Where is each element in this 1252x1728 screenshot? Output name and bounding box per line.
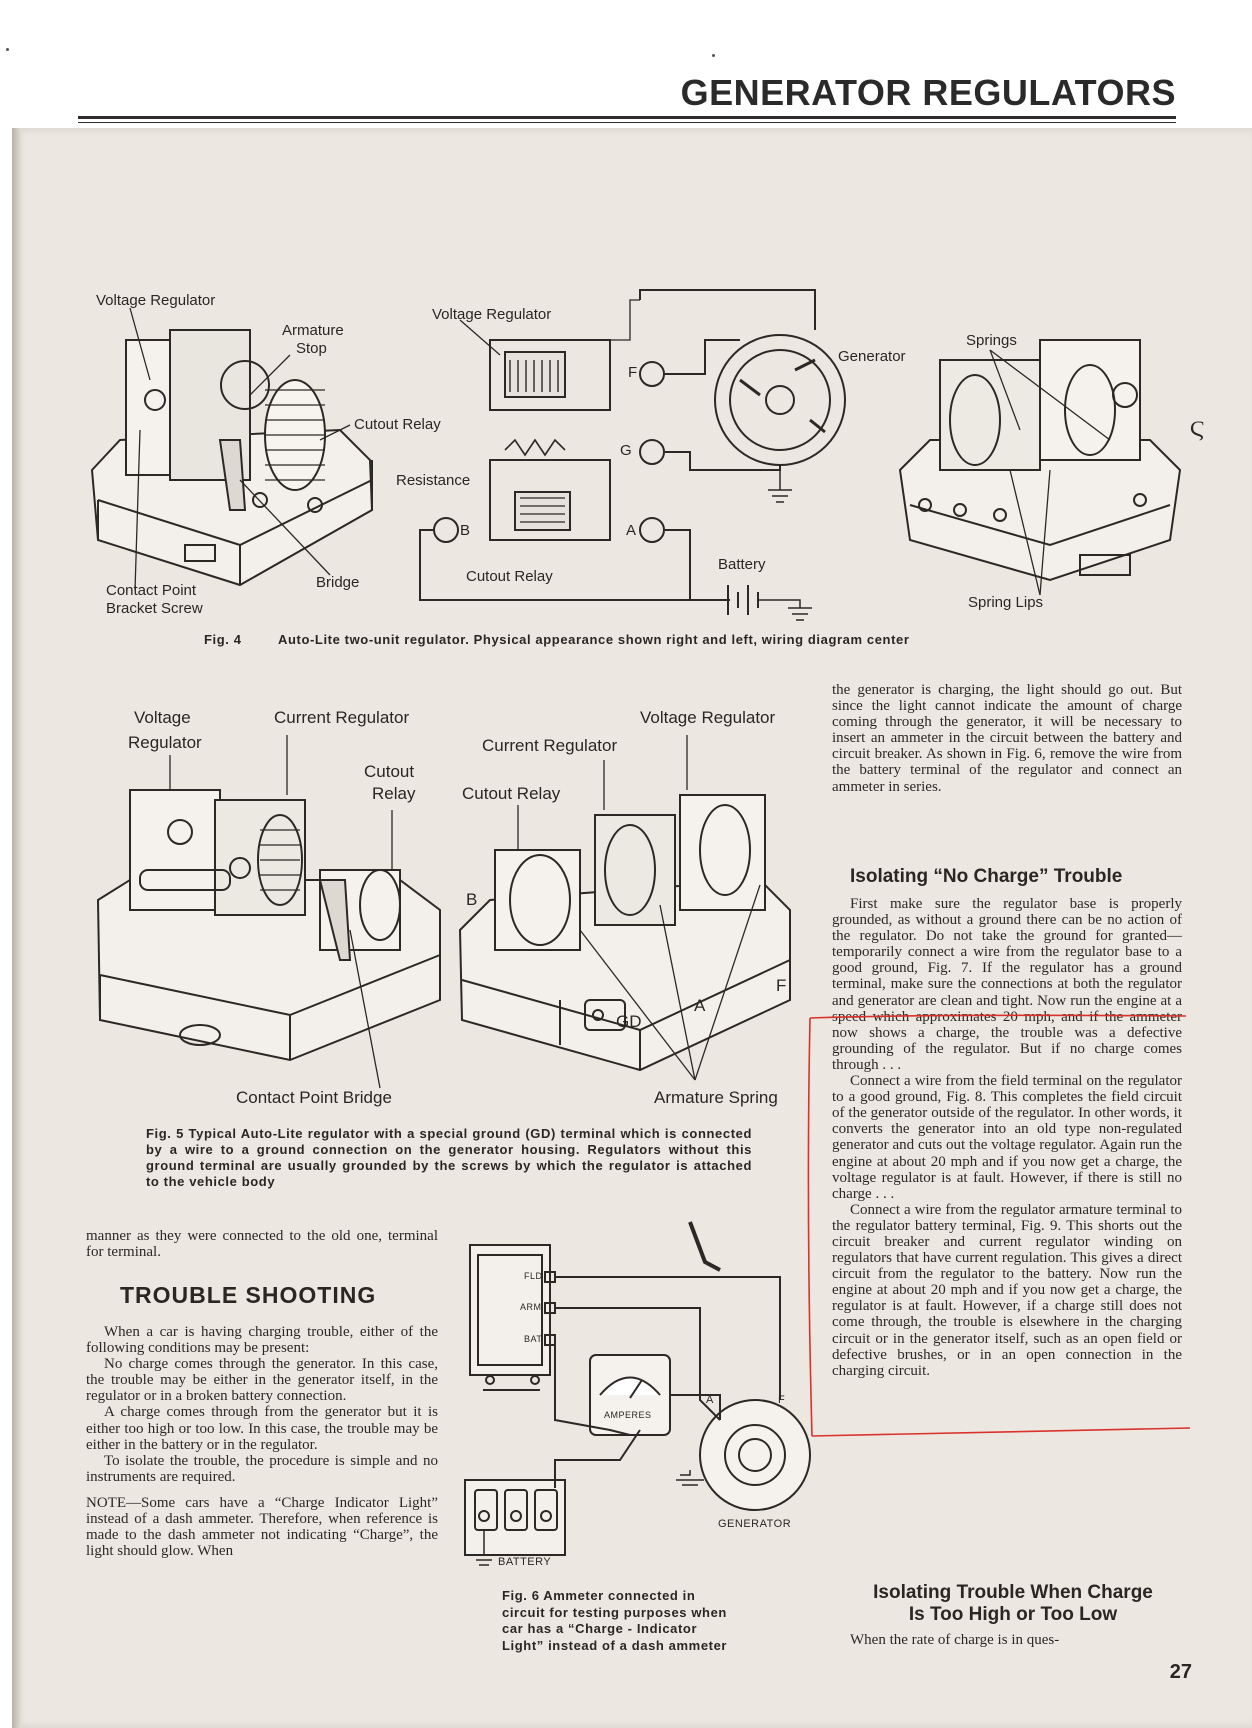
fig4-label-bracket-screw: Bracket Screw <box>106 600 203 617</box>
fig4-left-leaders <box>129 307 351 591</box>
fig4-label-bridge: Bridge <box>316 574 360 591</box>
fig5-label-relay: Relay <box>372 784 416 803</box>
body-paragraph: No charge comes through the generator. I… <box>86 1356 438 1405</box>
speck <box>6 48 9 51</box>
fig5-label-voltage: Voltage <box>134 708 191 727</box>
body-paragraph: A charge comes through from the generato… <box>86 1404 438 1453</box>
fig4-term-a: A <box>626 522 637 539</box>
fig4-label-generator: Generator <box>838 348 906 365</box>
fig4-label-resistance: Resistance <box>396 472 471 489</box>
fig6-label-bat: BAT <box>524 1334 543 1344</box>
fig6-label-arm: ARM <box>520 1302 542 1312</box>
fig6-label-a: A <box>706 1394 714 1406</box>
fig4-label-cutout-relay-center: Cutout Relay <box>466 568 553 585</box>
margin-pen-mark: Ϛ <box>1190 416 1205 441</box>
fig4-label-stop: Stop <box>296 340 327 357</box>
red-pen-annotation <box>807 1014 1191 1437</box>
fig5-left-leaders <box>169 735 393 1089</box>
left-column-body: When a car is having charging trouble, e… <box>86 1324 438 1559</box>
fig5-right-leaders <box>517 735 761 1081</box>
fig5-label-gd: GD <box>616 1012 642 1031</box>
fig4-wiring-diagram <box>419 289 846 621</box>
body-paragraph: First make sure the regulator base is pr… <box>832 896 1182 1073</box>
fig4-term-f: F <box>628 364 638 381</box>
fig4-label-battery: Battery <box>718 556 766 573</box>
note-text: —Some cars have a “Charge Indicator Ligh… <box>86 1494 438 1560</box>
fig5-label-current-regulator-right: Current Regulator <box>482 736 618 755</box>
header-rule-thin <box>78 122 1176 123</box>
right-column-body: First make sure the regulator base is pr… <box>832 896 1182 1379</box>
fig4-label-contact-point: Contact Point <box>106 582 197 599</box>
speck <box>712 54 715 57</box>
fig4-term-g: G <box>620 442 632 459</box>
fig6-caption-line: circuit for testing purposes when <box>502 1604 727 1620</box>
fig6-label-generator: GENERATOR <box>718 1518 792 1530</box>
fig4-label-spring-lips: Spring Lips <box>968 594 1044 611</box>
body-paragraph: When the rate of charge is in ques- <box>850 1632 1060 1648</box>
body-paragraph: When a car is having charging trouble, e… <box>86 1324 438 1357</box>
fig5-right-regulator <box>458 794 791 1072</box>
fig4-label-cutout-relay-left: Cutout Relay <box>354 416 441 433</box>
fig4-caption-number: Fig. 4 <box>204 632 242 647</box>
fig6-label-amperes: AMPERES <box>604 1410 652 1420</box>
fig6-label-fld: FLD <box>524 1271 543 1281</box>
fig5-label-armature-spring: Armature Spring <box>654 1088 778 1107</box>
fig4-right-leaders <box>989 349 1111 596</box>
charge-high-low-heading: Isolating Trouble When Charge Is Too Hig… <box>848 1582 1178 1626</box>
fig4-label-voltage-regulator-center: Voltage Regulator <box>432 306 552 323</box>
fig5-label-cutout: Cutout <box>364 762 415 781</box>
fig5-label-regulator: Regulator <box>128 733 202 752</box>
fig4-caption: Auto-Lite two-unit regulator. Physical a… <box>278 632 910 647</box>
page-number: 27 <box>1169 1661 1192 1683</box>
body-paragraph: To isolate the trouble, the procedure is… <box>86 1452 438 1485</box>
fig4-right-regulator <box>898 339 1182 582</box>
fig5-caption: Fig. 5 Typical Auto-Lite regulator with … <box>146 1126 752 1189</box>
fig4-label-springs: Springs <box>966 332 1017 349</box>
fig5-label-cutout-relay-right: Cutout Relay <box>462 784 561 803</box>
fig6-caption: Fig. 6 Ammeter connected in circuit for … <box>502 1588 774 1654</box>
fig4-left-regulator <box>90 329 374 587</box>
fig4-label-voltage-regulator-left: Voltage Regulator <box>96 292 216 309</box>
fig4-term-b: B <box>460 522 471 539</box>
fig6-circuit <box>464 1221 811 1566</box>
fig6-caption-line: car has a “Charge - Indicator <box>502 1621 698 1636</box>
note-label: NOTE <box>86 1494 126 1511</box>
fig6-caption-line: Fig. 6 Ammeter connected in <box>502 1588 696 1603</box>
right-column-top: the generator is charging, the light sho… <box>832 682 1182 795</box>
page-title: GENERATOR REGULATORS <box>680 72 1176 113</box>
left-column-intro: manner as they were connected to the old… <box>86 1228 438 1260</box>
fig5-left-regulator <box>96 789 441 1062</box>
heading-line: Is Too High or Too Low <box>908 1604 1118 1625</box>
fig5-term-a: A <box>694 996 706 1015</box>
fig5-label-contact-point-bridge: Contact Point Bridge <box>236 1088 392 1107</box>
body-paragraph: Connect a wire from the field terminal o… <box>832 1073 1182 1202</box>
body-paragraph: Connect a wire from the regulator armatu… <box>832 1201 1182 1379</box>
trouble-shooting-heading: TROUBLE SHOOTING <box>120 1282 377 1308</box>
fig5-label-voltage-regulator-right: Voltage Regulator <box>640 708 776 727</box>
header-rule <box>78 116 1176 119</box>
fig6-label-battery: BATTERY <box>498 1556 552 1568</box>
fig6-caption-line: Light” instead of a dash ammeter <box>502 1637 728 1653</box>
fig5-term-b: B <box>466 890 478 909</box>
intro-paragraph: manner as they were connected to the old… <box>86 1228 438 1261</box>
fig4-label-armature: Armature <box>282 322 344 339</box>
heading-line: Isolating Trouble When Charge <box>873 1582 1153 1603</box>
body-paragraph: the generator is charging, the light sho… <box>832 682 1182 795</box>
page-spine-shadow <box>12 128 22 1728</box>
fig6-label-f: F <box>778 1394 786 1406</box>
fig5-term-f: F <box>776 976 787 995</box>
right-column-bottom: When the rate of charge is in ques- <box>832 1632 1182 1648</box>
no-charge-heading: Isolating “No Charge” Trouble <box>850 866 1123 887</box>
fig5-label-current-regulator-left: Current Regulator <box>274 708 410 727</box>
